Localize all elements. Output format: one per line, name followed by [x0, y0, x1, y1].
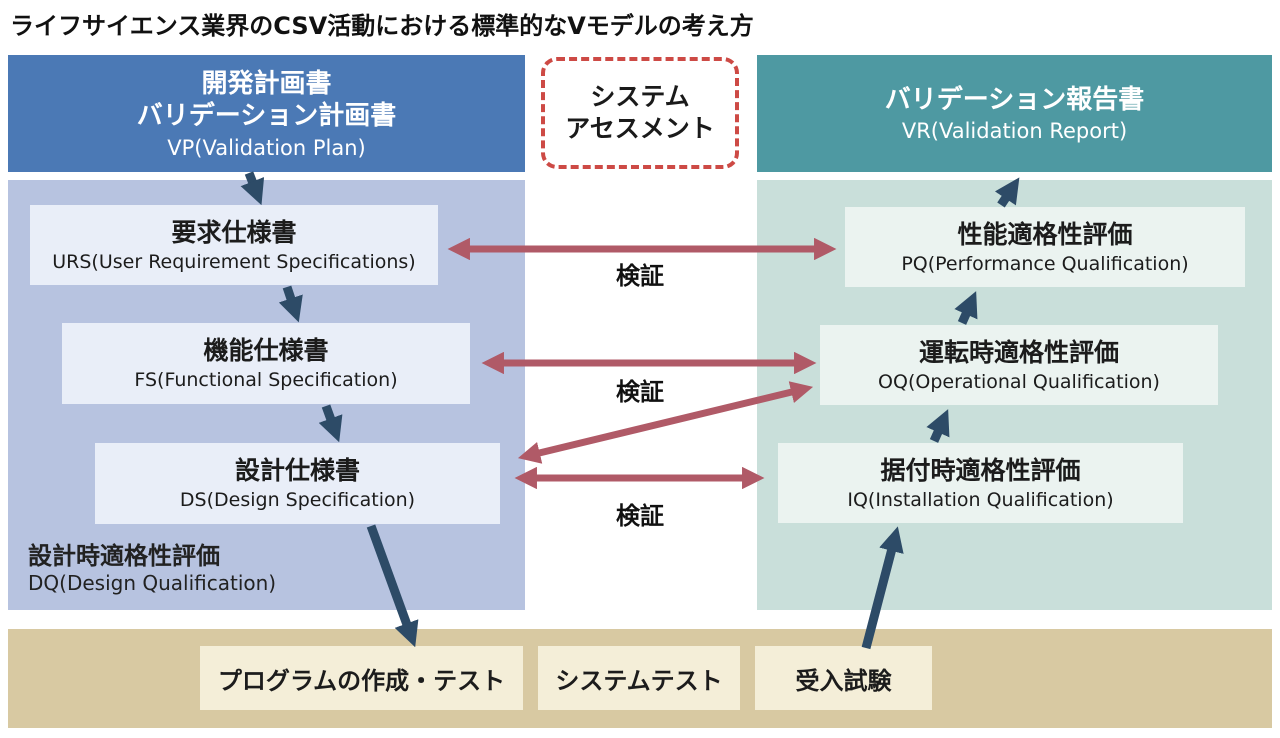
oq-sub: OQ(Operational Qualification) — [878, 370, 1160, 393]
ds-box: 設計仕様書 DS(Design Specification) — [95, 443, 500, 524]
oq-box: 運転時適格性評価 OQ(Operational Qualification) — [820, 325, 1218, 405]
urs-box: 要求仕様書 URS(User Requirement Specification… — [30, 205, 438, 285]
iq-box: 据付時適格性評価 IQ(Installation Qualification) — [778, 443, 1183, 523]
iq-title: 据付時適格性評価 — [880, 455, 1081, 485]
validation-report-sub: VR(Validation Report) — [901, 119, 1128, 144]
header-validation-report: バリデーション報告書 VR(Validation Report) — [757, 55, 1272, 172]
oq-title: 運転時適格性評価 — [918, 337, 1119, 367]
header-validation-plan: 開発計画書 バリデーション計画書 VP(Validation Plan) — [8, 55, 525, 172]
pq-sub: PQ(Performance Qualification) — [901, 252, 1189, 275]
verify-label-urs-pq: 検証 — [616, 262, 664, 290]
dq-sub: DQ(Design Qualification) — [28, 571, 277, 595]
urs-title: 要求仕様書 — [171, 217, 297, 247]
system-assessment-box: システム アセスメント — [541, 57, 739, 169]
verify-label-fs-oq: 検証 — [616, 378, 664, 406]
system-assessment-line2: アセスメント — [565, 114, 715, 143]
verify-label-ds-iq: 検証 — [616, 502, 664, 530]
ds-sub: DS(Design Specification) — [179, 489, 416, 511]
validation-plan-line1: 開発計画書 — [201, 68, 332, 99]
fs-title: 機能仕様書 — [203, 336, 329, 365]
fs-box: 機能仕様書 FS(Functional Specification) — [62, 323, 470, 404]
page-title: ライフサイエンス業界のCSV活動における標準的なVモデルの考え方 — [10, 12, 754, 40]
fs-sub: FS(Functional Specification) — [134, 369, 398, 391]
validation-plan-line2: バリデーション計画書 — [136, 101, 397, 131]
iq-sub: IQ(Installation Qualification) — [847, 488, 1114, 511]
system-assessment-line1: システム — [590, 81, 690, 111]
system-test-box: システムテスト — [538, 646, 740, 710]
validation-report-line1: バリデーション報告書 — [884, 84, 1145, 115]
validation-plan-sub: VP(Validation Plan) — [167, 135, 366, 160]
dq-panel-label: 設計時適格性評価 DQ(Design Qualification) — [28, 541, 276, 595]
pq-title: 性能適格性評価 — [957, 219, 1133, 249]
dq-title: 設計時適格性評価 — [28, 542, 220, 570]
urs-sub: URS(User Requirement Specifications) — [52, 250, 416, 273]
pq-box: 性能適格性評価 PQ(Performance Qualification) — [845, 207, 1245, 287]
ds-title: 設計仕様書 — [234, 456, 360, 485]
program-test-box: プログラムの作成・テスト — [200, 646, 523, 710]
acceptance-test-box: 受入試験 — [755, 646, 932, 710]
